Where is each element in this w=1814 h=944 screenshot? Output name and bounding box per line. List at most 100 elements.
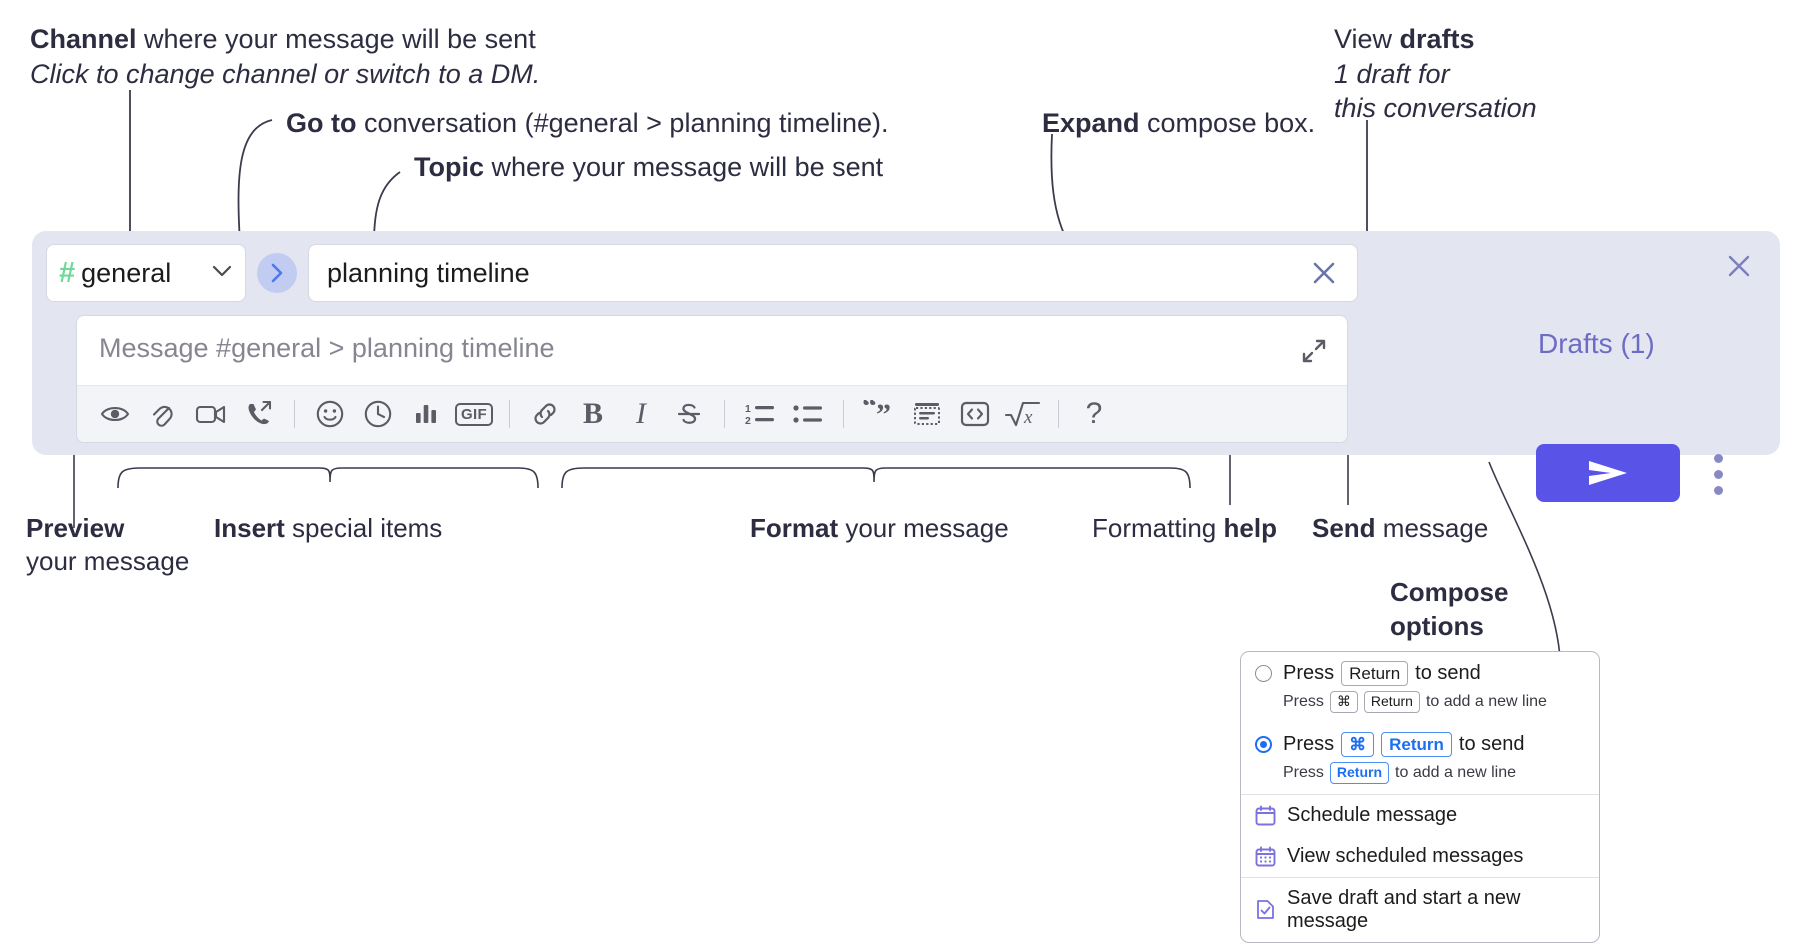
option-press-return-to-send[interactable]: Press Return to send (1241, 652, 1599, 687)
compose-panel: # general planning timeline M (32, 231, 1780, 455)
option-cmd-return-main: Press ⌘ Return to send (1283, 731, 1525, 757)
close-icon (1728, 255, 1750, 277)
bold-icon: B (582, 397, 603, 430)
toolbar-separator-5 (1058, 400, 1059, 428)
huddle-button[interactable] (235, 392, 283, 436)
annotation-format-rest: your message (838, 513, 1009, 543)
eye-icon (100, 406, 130, 422)
poll-button[interactable] (402, 392, 450, 436)
option-return-sub-pre: Press (1283, 693, 1324, 710)
close-panel-button[interactable] (1720, 247, 1758, 285)
toolbar-separator-1 (294, 400, 295, 428)
ellipsis-dot-1 (1713, 453, 1723, 463)
key-command-blue: ⌘ (1341, 731, 1375, 757)
gif-icon: GIF (455, 402, 493, 426)
annotation-preview-line2: your message (26, 546, 190, 577)
menu-item-save-draft[interactable]: Save draft and start a new message (1241, 878, 1599, 942)
annotation-preview: Preview your message (26, 512, 189, 579)
annotation-compose-options-line1: Compose (1390, 577, 1509, 607)
quote-icon: “ ” (862, 400, 891, 428)
preview-message-button[interactable] (91, 392, 139, 436)
annotation-goto-rest: conversation (#general > planning timeli… (356, 108, 889, 138)
chevron-right-icon (271, 263, 283, 283)
italic-button[interactable]: I (617, 392, 665, 436)
drafts-link[interactable]: Drafts (1) (1538, 328, 1655, 359)
calendar-icon (1255, 805, 1276, 825)
menu-divider-2 (1241, 876, 1599, 878)
strikethrough-button[interactable] (665, 392, 713, 436)
key-return-blue-small: Return (1329, 762, 1390, 784)
go-to-conversation-button[interactable] (257, 253, 297, 293)
menu-item-label: View scheduled messages (1287, 844, 1524, 867)
formatting-help-button[interactable]: ? (1070, 392, 1118, 436)
expand-compose-icon[interactable] (1297, 334, 1331, 368)
toolbar-separator-4 (843, 400, 844, 428)
bulleted-list-button[interactable] (784, 392, 832, 436)
inline-code-button[interactable] (951, 392, 999, 436)
menu-item-label: Schedule message (1287, 803, 1458, 826)
annotation-help: Formatting help (1092, 512, 1277, 545)
annotation-drafts: View drafts 1 draft for this conversatio… (1334, 22, 1537, 126)
annotation-insert-bold: Insert (214, 513, 285, 543)
blockquote-button[interactable]: “ ” (855, 392, 903, 436)
annotation-insert-rest: special items (284, 513, 443, 543)
key-command: ⌘ (1329, 691, 1358, 713)
strikethrough-icon (677, 403, 701, 424)
ordered-list-icon: 1 2 (745, 403, 774, 427)
math-button[interactable]: x (999, 392, 1047, 436)
option-return-pre: Press (1283, 662, 1335, 685)
attach-file-button[interactable] (139, 392, 187, 436)
ordered-list-button[interactable]: 1 2 (736, 392, 784, 436)
video-camera-icon (195, 405, 226, 424)
annotation-channel: Channel where your message will be sent … (30, 22, 540, 91)
annotation-help-bold: help (1223, 513, 1277, 543)
compose-options-button[interactable] (1704, 448, 1732, 500)
topic-input[interactable]: planning timeline (308, 244, 1358, 302)
annotation-topic-rest: where your message will be sent (484, 152, 884, 182)
formatting-toolbar: GIF B I (77, 385, 1347, 442)
channel-topic-row: # general planning timeline (46, 244, 1358, 302)
menu-item-view-scheduled-messages[interactable]: View scheduled messages (1241, 836, 1599, 877)
annotation-channel-bold: Channel (30, 24, 137, 54)
annotation-help-plain: Formatting (1092, 513, 1224, 543)
annotation-send-bold: Send (1312, 513, 1376, 543)
annotation-compose-options: Compose options menu (1390, 576, 1508, 677)
option-return-sub-post: to add a new line (1425, 693, 1547, 710)
message-input-area[interactable]: Message #general > planning timeline (77, 316, 1347, 386)
annotation-channel-sub: Click to change channel or switch to a D… (30, 58, 541, 89)
menu-item-label: Save draft and start a new message (1287, 886, 1521, 932)
radio-cmd-return[interactable] (1255, 735, 1272, 753)
bulleted-list-icon (793, 405, 822, 423)
channel-name-label: general (81, 257, 172, 288)
bold-button[interactable]: B (569, 392, 617, 436)
bar-chart-icon (416, 405, 436, 423)
send-message-button[interactable] (1536, 444, 1680, 502)
compose-panel-inner: # general planning timeline M (32, 231, 1534, 455)
annotation-topic: Topic where your message will be sent (414, 150, 883, 185)
document-check-icon (1257, 900, 1274, 919)
svg-text:2: 2 (745, 415, 751, 427)
code-block-button[interactable] (903, 392, 951, 436)
video-clip-button[interactable] (187, 392, 235, 436)
channel-selector[interactable]: # general (46, 244, 246, 302)
reminder-button[interactable] (354, 392, 402, 436)
annotation-insert: Insert special items (214, 512, 442, 545)
annotation-expand: Expand compose box. (1042, 106, 1315, 141)
radio-return[interactable] (1255, 665, 1272, 683)
annotation-drafts-line2: 1 draft for (1334, 58, 1450, 89)
gif-button[interactable]: GIF (450, 392, 498, 436)
option-press-cmd-return-to-send[interactable]: Press ⌘ Return to send (1241, 723, 1599, 758)
phone-forward-icon (248, 400, 272, 425)
menu-item-schedule-message[interactable]: Schedule message (1241, 795, 1599, 836)
clear-topic-icon[interactable] (1307, 256, 1341, 290)
link-button[interactable] (521, 392, 569, 436)
message-compose-box[interactable]: Message #general > planning timeline (76, 315, 1348, 443)
annotation-expand-bold: Expand (1042, 108, 1140, 138)
annotation-channel-rest: where your message will be sent (136, 24, 536, 54)
send-paper-plane-icon (1589, 461, 1627, 485)
square-root-x-icon: x (1004, 401, 1041, 428)
option-cmd-return-post: to send (1458, 732, 1525, 755)
code-block-icon (914, 403, 940, 425)
key-return-small: Return (1363, 691, 1420, 713)
emoji-button[interactable] (306, 392, 354, 436)
